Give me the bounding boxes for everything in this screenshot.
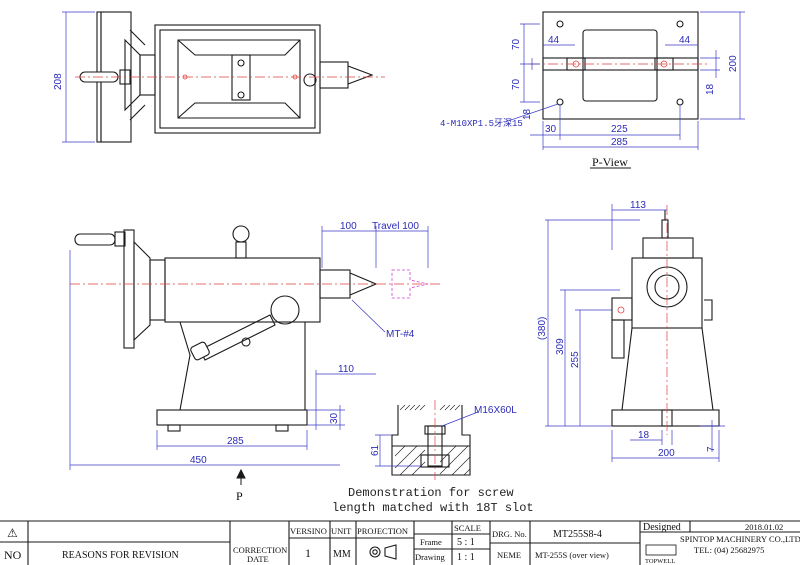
reasons-label: REASONS FOR REVISION	[62, 550, 179, 561]
unit-header: UNIT	[331, 526, 352, 536]
side-dim-30: 30	[329, 412, 340, 424]
p-dim-200: 200	[728, 55, 739, 72]
side-dim-110: 110	[338, 364, 354, 375]
version-value: 1	[305, 546, 311, 560]
revision-symbol: ⚠	[7, 526, 18, 540]
demo-caption-2: length matched with 18T slot	[332, 501, 534, 515]
end-dim-7: 7	[706, 446, 717, 452]
design-date: 2018.01.02	[745, 522, 783, 532]
correction-label: CORRECTION	[233, 545, 287, 555]
company-logo: TOPWELL	[645, 544, 677, 565]
p-dim-44-right: 44	[679, 35, 691, 46]
end-dim-309: 309	[555, 338, 566, 355]
end-dim-18: 18	[638, 430, 650, 441]
demo-bolt: M16X60L	[474, 405, 517, 416]
demo-dim-61: 61	[370, 444, 381, 456]
p-dim-18-right: 18	[705, 83, 716, 95]
frame-scale: 5 : 1	[457, 537, 475, 548]
company-name: SPINTOP MACHINERY CO.,LTD.	[680, 534, 800, 544]
title-block: ⚠ NO REASONS FOR REVISION CORRECTION DAT…	[0, 520, 800, 565]
p-dim-70-top: 70	[511, 38, 522, 50]
projection-header: PROJECTION	[357, 526, 408, 536]
p-dim-285: 285	[611, 137, 628, 148]
drawing-scale: 1 : 1	[457, 552, 475, 563]
frame-label: Frame	[420, 537, 442, 547]
scale-header: SCALE	[454, 523, 481, 533]
p-dim-70-bottom: 70	[511, 78, 522, 90]
end-dim-255: 255	[570, 351, 581, 368]
drg-no-value: MT255S8-4	[553, 529, 602, 540]
p-dim-30: 30	[545, 124, 557, 135]
dim-208: 208	[53, 73, 64, 90]
version-header: VERSINO	[290, 526, 327, 536]
end-dim-113: 113	[630, 200, 646, 211]
side-dim-285: 285	[227, 436, 244, 447]
neme-value: MT-255S (over view)	[535, 550, 609, 560]
end-dim-380: (380)	[537, 317, 548, 340]
no-label: NO	[4, 548, 22, 562]
side-dim-450: 450	[190, 455, 207, 466]
p-view-title: P-View	[592, 155, 628, 169]
side-taper: MT-#4	[386, 329, 415, 340]
date-label: DATE	[247, 554, 269, 564]
p-view: 70 70 44 44 200 18 18 30 225 285 4-M10XP…	[440, 11, 745, 169]
top-view: 208	[53, 11, 385, 143]
logo-text: TOPWELL	[645, 558, 675, 565]
p-dim-225: 225	[611, 124, 628, 135]
p-dim-44-left: 44	[548, 35, 560, 46]
demo-caption-1: Demonstration for screw	[348, 486, 514, 500]
company-tel: TEL: (04) 25682975	[694, 545, 764, 555]
side-travel: Travel 100	[372, 221, 419, 232]
drawing-label: Drawing	[415, 552, 445, 562]
unit-value: MM	[333, 549, 351, 560]
end-view: 113 (380) 309 255 18 200 7	[537, 200, 725, 462]
end-dim-200: 200	[658, 448, 675, 459]
screw-demo: M16X60L 61 Demonstration for screw lengt…	[332, 400, 534, 515]
side-dim-100: 100	[340, 221, 357, 232]
p-hole-note: 4-M10XP1.5牙深15	[440, 118, 523, 129]
neme-header: NEME	[497, 550, 521, 560]
p-arrow-label: P	[236, 489, 243, 503]
drg-no-header: DRG. No.	[492, 529, 527, 539]
side-view: 100 Travel 100 MT-#4 110 30 285 450 P	[69, 221, 440, 503]
projection-icon	[369, 544, 397, 560]
designed-label: Designed	[643, 522, 681, 533]
